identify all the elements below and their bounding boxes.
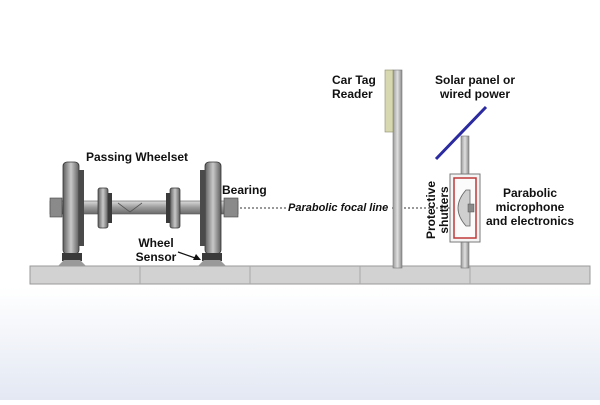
ground-slab <box>29 265 591 285</box>
bearing-label: Bearing <box>222 183 267 197</box>
wheel-sensor-arrow <box>177 251 201 260</box>
parabolic-microphone-enclosure <box>449 173 481 243</box>
car-tag-reader-label: Car Tag Reader <box>332 73 376 101</box>
bearing <box>223 197 239 218</box>
passing-wheelset-label: Passing Wheelset <box>86 150 189 164</box>
right-wheel <box>204 161 222 255</box>
brake-disc-right <box>169 187 181 229</box>
car-tag-reader <box>384 69 403 269</box>
left-wheel <box>62 161 80 255</box>
tag-reader-pole <box>392 69 403 269</box>
solar-panel-label: Solar panel or wired power <box>434 73 516 101</box>
parabolic-focal-line-label: Parabolic focal line <box>286 201 391 215</box>
passing-wheelset <box>49 161 239 266</box>
wheel-sensor <box>202 253 222 261</box>
parabolic-microphone-label: Parabolic microphone and electronics <box>485 186 575 228</box>
protective-shutters-label: Protective shutters <box>424 180 451 240</box>
background-fade <box>0 288 600 400</box>
brake-disc-left <box>97 187 109 229</box>
wheel-sensor-label: Wheel Sensor <box>135 236 177 264</box>
tag-reader-panel <box>384 69 394 133</box>
solar-panel <box>434 105 488 161</box>
parabolic-dish <box>457 189 471 227</box>
